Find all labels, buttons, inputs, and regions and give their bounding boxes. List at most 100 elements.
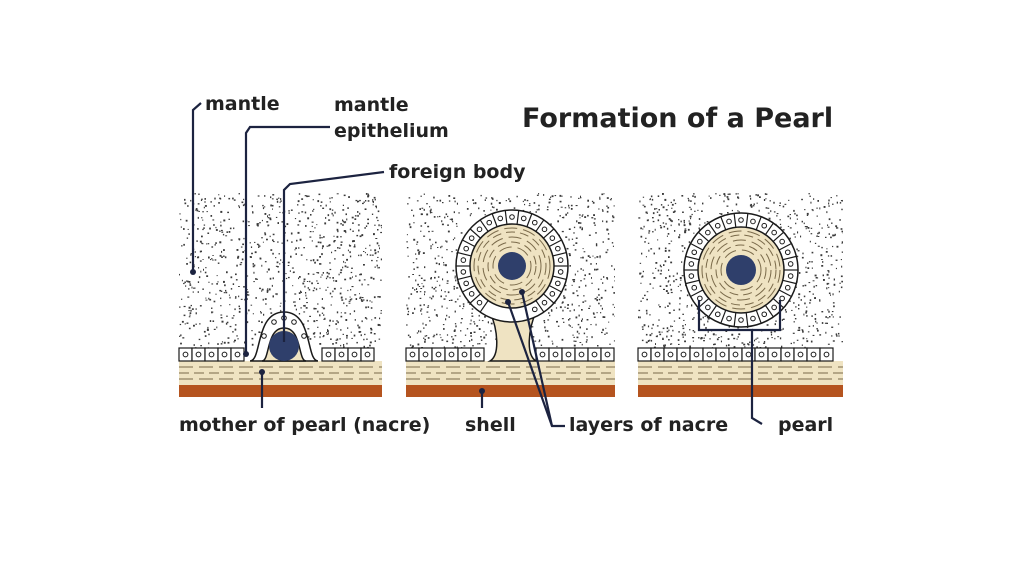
mantle-speckle — [288, 276, 290, 279]
mantle-speckle — [682, 250, 684, 253]
mantle-speckle — [304, 195, 307, 197]
mantle-speckle — [311, 221, 314, 223]
mantle-speckle — [667, 204, 669, 206]
mantle-speckle — [358, 229, 360, 232]
cell-nucleus — [591, 351, 598, 358]
mantle-speckle — [235, 273, 237, 276]
mantle-speckle — [369, 344, 371, 347]
mantle-speckle — [275, 293, 277, 295]
mantle-speckle — [580, 195, 581, 198]
cell-wall — [764, 305, 774, 318]
mantle-speckle — [194, 193, 196, 195]
mantle-speckle — [226, 231, 228, 233]
mantle-speckle — [801, 198, 803, 201]
cell-nucleus — [261, 333, 267, 339]
mantle-speckle — [694, 210, 696, 212]
mantle-speckle — [484, 343, 487, 345]
mantle-speckle — [755, 194, 757, 196]
mantle-speckle — [217, 262, 220, 264]
mantle-speckle — [191, 308, 194, 310]
mantle-speckle — [641, 275, 644, 278]
mantle-speckle — [275, 265, 278, 267]
mantle-speckle — [416, 241, 419, 243]
mantle-speckle — [646, 312, 648, 315]
mantle-speckle — [471, 312, 473, 314]
mantle-speckle — [369, 254, 372, 256]
mantle-speckle — [269, 277, 272, 280]
mantle-speckle — [738, 333, 741, 336]
mantle-speckle — [319, 333, 321, 335]
mantle-speckle — [345, 213, 347, 216]
mantle-speckle — [300, 307, 302, 309]
nacre-arc — [473, 227, 551, 305]
mantle-speckle — [828, 233, 830, 235]
mantle-speckle — [680, 290, 682, 292]
mantle-speckle — [408, 297, 410, 300]
mantle-speckle — [406, 304, 408, 307]
mantle-speckle — [372, 277, 375, 280]
mantle-speckle — [604, 289, 607, 292]
mantle-speckle — [669, 219, 672, 222]
mantle-speckle — [773, 201, 775, 204]
mantle-speckle — [281, 242, 283, 244]
mantle-speckle — [735, 203, 738, 206]
mantle-speckle — [330, 338, 332, 340]
mantle-speckle — [469, 214, 471, 217]
mantle-speckle — [463, 305, 465, 308]
mantle-speckle — [356, 341, 358, 344]
mantle-speckle — [795, 306, 797, 308]
mantle-speckle — [280, 302, 282, 304]
mantle-speckle — [803, 295, 806, 298]
mantle-speckle — [352, 230, 354, 232]
mantle-speckle — [793, 209, 795, 212]
mantle-speckle — [429, 296, 431, 299]
cell-nucleus — [435, 351, 442, 358]
mantle-speckle — [652, 231, 654, 233]
cell-wall — [535, 219, 545, 232]
mantle-speckle — [483, 331, 485, 333]
mantle-speckle — [593, 218, 596, 220]
mantle-speckle — [713, 343, 715, 346]
mantle-speckle — [188, 327, 191, 330]
leader-lines — [191, 102, 782, 428]
mantle-speckle — [756, 346, 758, 348]
epithelium-cell — [178, 347, 193, 362]
mantle-speckle — [199, 240, 202, 243]
cell-wall — [479, 300, 489, 313]
mantle-speckle — [651, 198, 654, 201]
mantle-speckle — [671, 325, 673, 327]
mantle-speckle — [456, 287, 459, 289]
mantle-speckle — [551, 340, 553, 342]
mantle-speckle — [718, 337, 720, 338]
mantle-speckle — [682, 336, 684, 338]
mantle-speckle — [292, 285, 294, 287]
mantle-speckle — [480, 339, 483, 341]
mantle-speckle — [473, 321, 475, 323]
mantle-speckle — [317, 282, 319, 284]
mantle-speckle — [342, 224, 344, 226]
mantle-speckle — [649, 198, 651, 200]
mantle-speckle — [369, 341, 372, 344]
mantle-speckle — [220, 198, 222, 200]
mantle-speckle — [329, 277, 331, 279]
mantle-speckle — [793, 314, 796, 316]
mantle-speckle — [380, 279, 382, 281]
mantle-speckle — [460, 322, 462, 324]
mantle-speckle — [458, 212, 460, 214]
mantle-speckle — [456, 202, 458, 205]
mantle-speckle — [343, 260, 345, 263]
mantle-speckle — [370, 307, 373, 309]
mantle-speckle — [455, 325, 457, 328]
mantle-speckle — [271, 198, 274, 200]
cell-nucleus — [784, 284, 791, 291]
mantle-speckle — [179, 306, 181, 308]
mantle-speckle — [298, 292, 301, 294]
mantle-speckle — [830, 294, 831, 296]
mantle-speckle — [828, 205, 830, 207]
mantle-speckle — [223, 219, 226, 222]
mantle-speckle — [367, 193, 369, 196]
mantle-speckle — [570, 204, 573, 207]
mantle-speckle — [696, 307, 699, 310]
mantle-speckle — [343, 230, 346, 232]
mantle-speckle — [193, 287, 195, 289]
